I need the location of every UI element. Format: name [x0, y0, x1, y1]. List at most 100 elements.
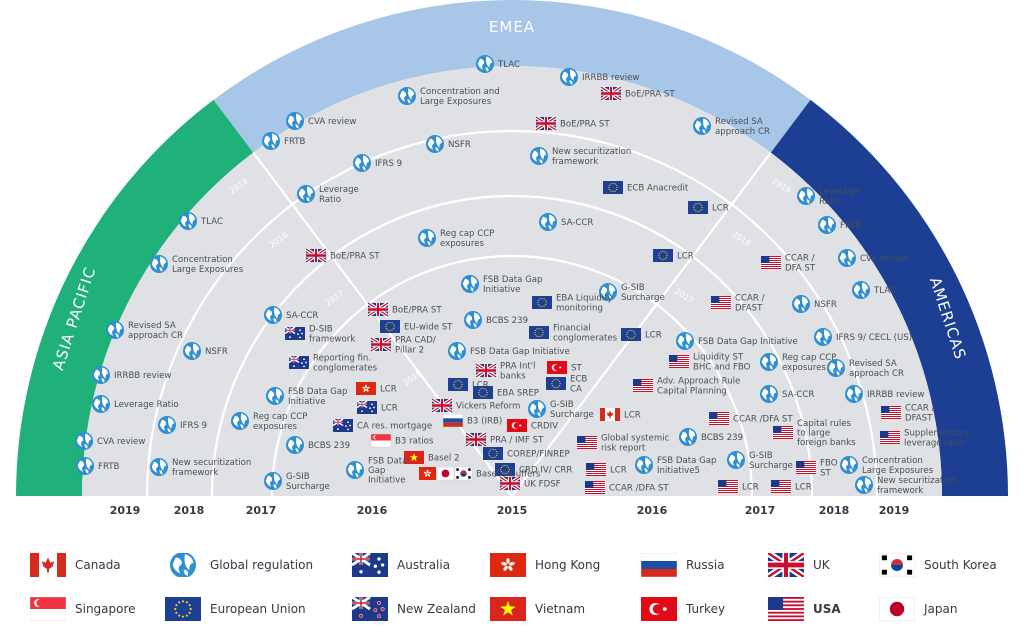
eu-flag-icon [483, 447, 503, 460]
globe-icon [150, 255, 168, 273]
regulation-label: Adv. Approach Rule [657, 377, 740, 387]
usa-flag-icon [768, 597, 804, 621]
uk-flag-icon [475, 362, 497, 379]
regulation-item: SA-CCR [264, 306, 318, 324]
regulation-item: CCAR /DFA ST [761, 254, 816, 273]
regulation-label: foreign banks [797, 438, 856, 448]
globe-icon [599, 283, 617, 301]
regulation-label: ST [820, 468, 831, 478]
usa-flag-icon [771, 480, 791, 493]
globe-icon [92, 366, 110, 384]
regulation-label: LCR [742, 483, 759, 493]
regulation-label: FSB Data Gap [483, 275, 543, 285]
regulation-label: conglomerates [313, 363, 378, 373]
globe-icon [679, 428, 697, 446]
legend-item: Australia [352, 552, 450, 578]
legend-label: Singapore [75, 602, 136, 616]
hongkong-flag-icon [490, 553, 526, 577]
regulation-label: Vickers Reform [456, 402, 520, 412]
regulation-item: ECB Anacredit [603, 181, 689, 194]
regulation-label: framework [309, 334, 355, 344]
regulation-label: leverage ratio [904, 438, 964, 448]
legend-label: Japan [924, 602, 958, 616]
legend-item: Singapore [30, 596, 136, 622]
regulation-label: EU-wide ST [404, 323, 453, 333]
regulation-label: DFAST [735, 303, 763, 313]
regulation-item: FRTB [76, 457, 120, 475]
regulation-label: monitoring [556, 303, 603, 313]
bottom-year-label: 2016 [357, 504, 388, 517]
regulation-item: BoE/PRA ST [600, 85, 675, 102]
regulation-label: TLAC [497, 60, 520, 70]
turkey-flag-icon [547, 361, 567, 374]
regulation-label: Pillar 2 [395, 345, 424, 355]
regulation-item: EU-wide ST [380, 320, 453, 333]
regulation-label: CVA review [308, 117, 356, 127]
globe-icon [827, 359, 845, 377]
globe-icon [852, 281, 870, 299]
regulation-label: BCBS 239 [701, 433, 743, 443]
regulation-item: LCR [356, 382, 397, 395]
regulation-label: SA-CCR [286, 311, 318, 321]
usa-flag-icon [586, 463, 606, 476]
uk-flag-icon [431, 397, 453, 414]
regulation-label: CCAR /DFA ST [609, 484, 669, 494]
regulation-label: FRTB [284, 137, 306, 147]
regulation-label: BoE/PRA ST [330, 252, 380, 262]
regulation-item: CCAR /DFA ST [585, 481, 669, 494]
regulation-label: New securitization [172, 458, 251, 468]
regulation-label: EBA Liquidity [556, 294, 613, 304]
regulation-label: CVA review [97, 437, 145, 447]
globe-icon [792, 295, 810, 313]
regulation-label: EBA SREP [497, 389, 539, 399]
regulation-label: ECB Anacredit [627, 184, 689, 194]
regulation-label: G-SIB [621, 283, 645, 293]
usa-flag-icon [761, 256, 781, 269]
legend-label: European Union [210, 602, 306, 616]
globe-icon [476, 55, 494, 73]
bottom-year-label: 2017 [246, 504, 277, 517]
globe-icon [92, 395, 110, 413]
regulation-item: Reporting fin.conglomerates [288, 354, 378, 373]
japan-flag-icon [879, 597, 915, 621]
usa-flag-icon [669, 355, 689, 368]
regulation-label: Revised SA [128, 321, 176, 331]
regulation-item: PRA CAD/Pillar 2 [370, 336, 436, 355]
regulation-label: Concentration and [420, 87, 500, 97]
regulation-label: approach CR [128, 331, 183, 341]
australia-flag-icon [352, 553, 388, 577]
regulation-item: IRRBB review [92, 366, 171, 384]
regulation-label: Surcharge [550, 410, 594, 420]
uk-flag-icon [499, 475, 521, 492]
regulation-item: BoE/PRA ST [305, 247, 380, 264]
eu-flag-icon [532, 296, 552, 309]
legend-item: Global regulation [165, 552, 313, 578]
regulation-label: LCR [712, 204, 729, 214]
globe-icon [461, 275, 479, 293]
regulation-label: Global systemic [601, 434, 670, 444]
regulation-label: FRTB [98, 462, 120, 472]
australia-flag-icon [284, 326, 305, 340]
legend-label: Vietnam [535, 602, 586, 616]
regulation-label: Leverage Ratio [114, 400, 179, 410]
newzealand-flag-icon [352, 597, 388, 621]
regulation-label: approach CR [849, 369, 904, 379]
regulation-label: TLAC [873, 286, 896, 296]
regulation-label: IFRS 9 [375, 159, 402, 169]
turkey-flag-icon [507, 419, 527, 432]
eu-flag-icon [495, 463, 515, 476]
globe-icon [76, 457, 94, 475]
regulation-item: LCR [771, 480, 812, 493]
regulation-item: SA-CCR [539, 213, 593, 231]
usa-flag-icon [709, 412, 729, 425]
regulation-label: DFA ST [785, 263, 816, 273]
eu-flag-icon [448, 378, 468, 391]
regulation-label: banks [500, 371, 526, 381]
